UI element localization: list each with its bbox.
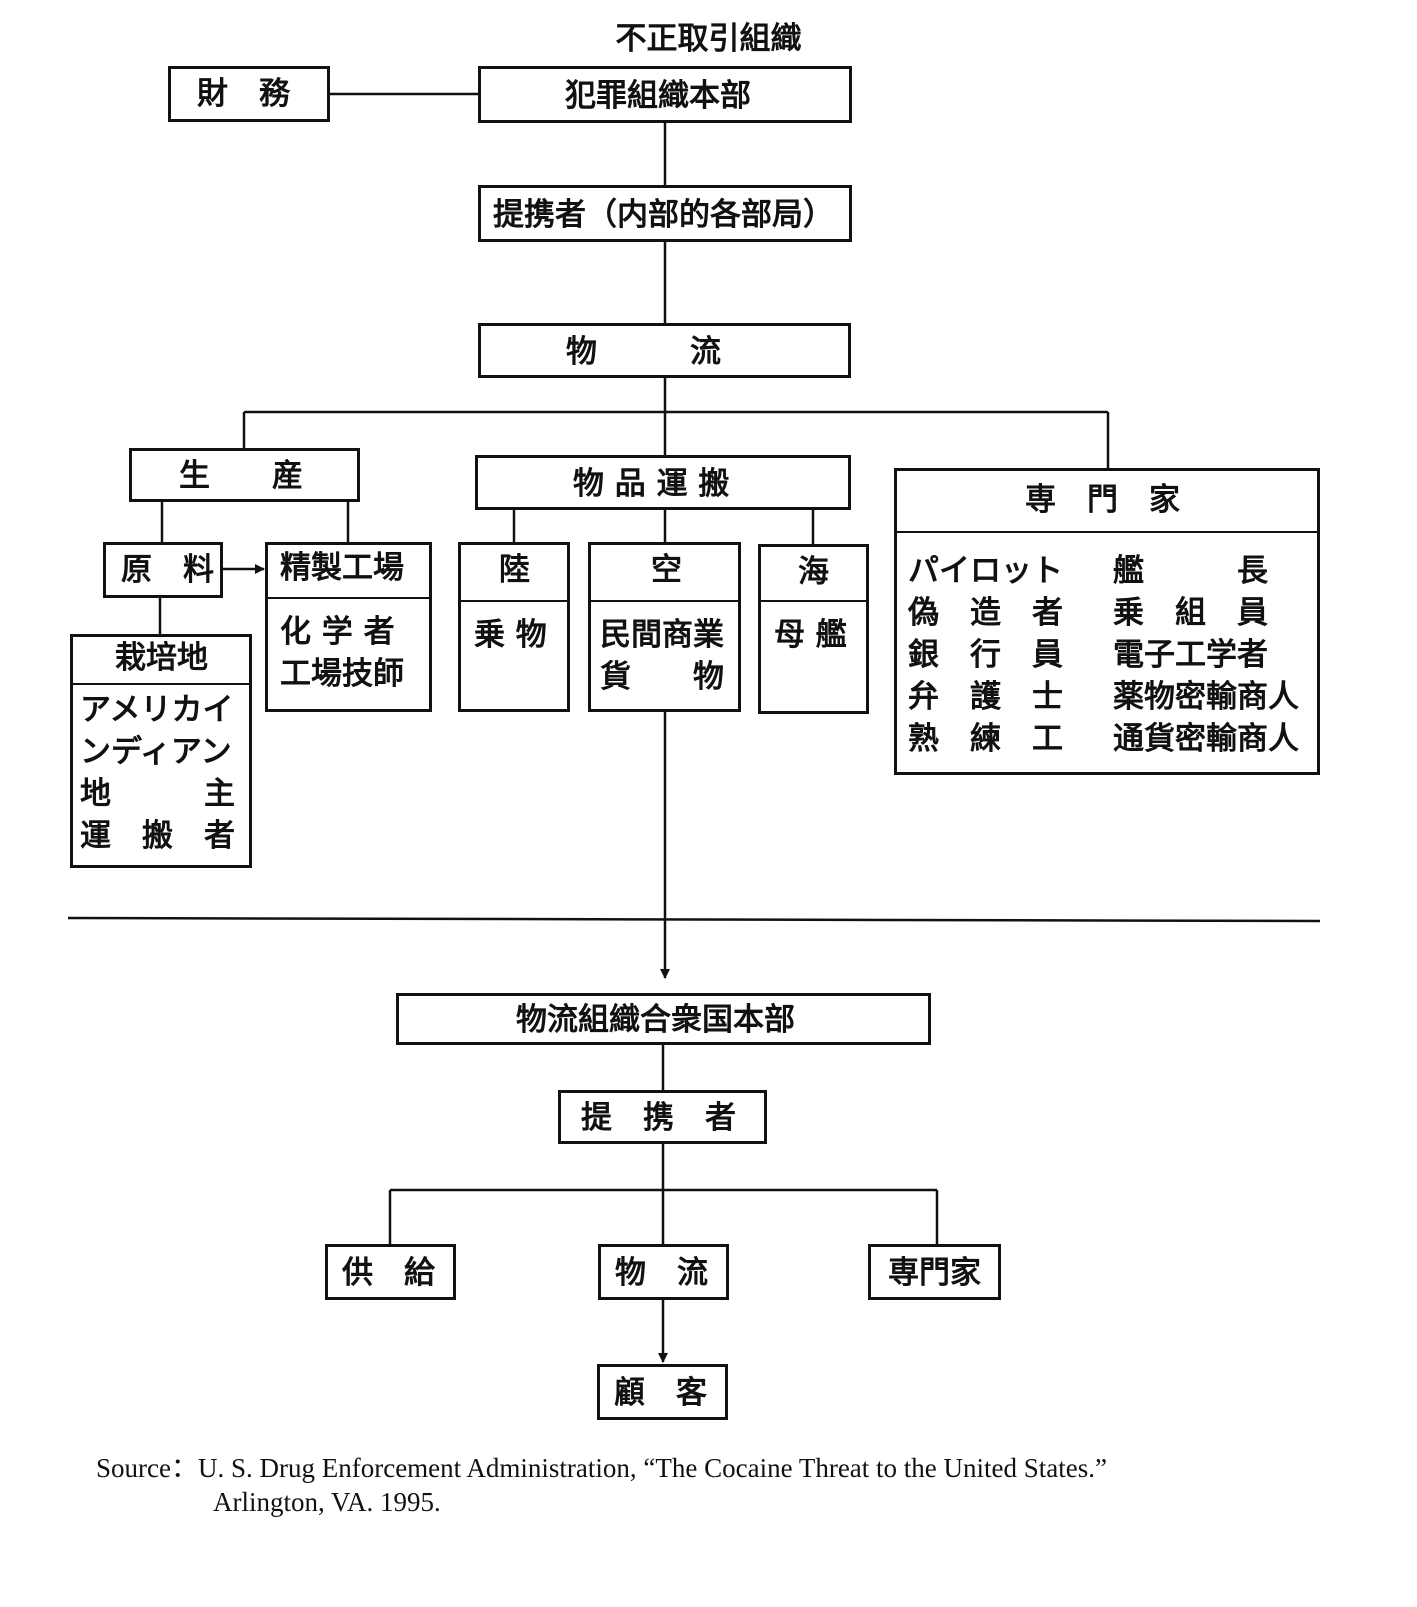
us-specialists-label: 専門家 bbox=[888, 1255, 981, 1291]
air-box: 空 民間商業 貨 物 bbox=[588, 542, 741, 712]
refinery-title: 精製工場 bbox=[280, 550, 404, 586]
specialist-right: 乗 組 員 bbox=[1113, 595, 1268, 631]
air-header: 空 bbox=[591, 545, 738, 602]
sea-line: 母 艦 bbox=[774, 617, 847, 653]
land-header: 陸 bbox=[461, 545, 567, 602]
sea-header: 海 bbox=[761, 547, 866, 602]
transport-label: 物 品 運 搬 bbox=[573, 466, 730, 502]
plantation-line: アメリカイ bbox=[80, 692, 234, 728]
air-title: 空 bbox=[651, 552, 682, 588]
us-specialists-box: 専門家 bbox=[868, 1244, 1001, 1300]
specialist-right: 電子工学者 bbox=[1113, 637, 1268, 673]
plantation-line: 地 主 bbox=[80, 776, 235, 812]
land-title: 陸 bbox=[499, 552, 530, 588]
customers-box: 顧 客 bbox=[597, 1364, 728, 1420]
specialist-right: 艦 長 bbox=[1113, 553, 1268, 589]
plantation-line: 運 搬 者 bbox=[80, 818, 235, 854]
logistics-label: 物 流 bbox=[566, 334, 721, 370]
us-affiliates-box: 提 携 者 bbox=[558, 1090, 767, 1144]
production-box: 生 産 bbox=[129, 448, 360, 502]
refinery-line: 化 学 者 bbox=[280, 614, 395, 650]
raw-materials-box: 原 料 bbox=[103, 542, 223, 598]
sea-title: 海 bbox=[798, 554, 829, 590]
customers-label: 顧 客 bbox=[614, 1375, 707, 1411]
source-line-1: Source：U. S. Drug Enforcement Administra… bbox=[96, 1453, 1107, 1483]
finance-label: 財 務 bbox=[197, 76, 290, 112]
plantation-title: 栽培地 bbox=[115, 640, 208, 676]
sea-box: 海 母 艦 bbox=[758, 544, 869, 714]
section-divider bbox=[67, 916, 1321, 923]
specialists-title: 専 門 家 bbox=[1025, 482, 1180, 518]
plantation-box: 栽培地 アメリカイ ンディアン 地 主 運 搬 者 bbox=[70, 634, 252, 868]
land-box: 陸 乗 物 bbox=[458, 542, 570, 712]
specialists-header: 専 門 家 bbox=[897, 471, 1317, 533]
us-logistics-label: 物 流 bbox=[615, 1255, 708, 1291]
diagram-title: 不正取引組織 bbox=[615, 21, 802, 57]
us-affiliates-label: 提 携 者 bbox=[581, 1100, 736, 1136]
plantation-line: ンディアン bbox=[80, 734, 232, 770]
air-line: 貨 物 bbox=[600, 659, 724, 695]
us-hq-label: 物流組織合衆国本部 bbox=[516, 1002, 795, 1038]
production-label: 生 産 bbox=[179, 458, 303, 494]
us-hq-box: 物流組織合衆国本部 bbox=[396, 993, 931, 1045]
hq-label: 犯罪組織本部 bbox=[565, 78, 751, 114]
refinery-header: 精製工場 bbox=[268, 545, 429, 599]
specialist-left: パイロット bbox=[908, 553, 1063, 589]
affiliates-label: 提携者（内部的各部局） bbox=[493, 197, 834, 233]
specialist-left: 弁 護 士 bbox=[908, 679, 1063, 715]
land-line: 乗 物 bbox=[474, 617, 547, 653]
source-line-2: Arlington, VA. 1995. bbox=[213, 1487, 441, 1517]
refinery-box: 精製工場 化 学 者 工場技師 bbox=[265, 542, 432, 712]
supply-label: 供 給 bbox=[342, 1255, 435, 1291]
transport-box: 物 品 運 搬 bbox=[475, 455, 851, 510]
specialist-left: 銀 行 員 bbox=[908, 637, 1063, 673]
plantation-header: 栽培地 bbox=[73, 637, 249, 685]
raw-materials-label: 原 料 bbox=[121, 552, 214, 588]
hq-box: 犯罪組織本部 bbox=[478, 66, 852, 123]
specialist-right: 薬物密輸商人 bbox=[1113, 679, 1299, 715]
specialist-left: 熟 練 工 bbox=[908, 721, 1063, 757]
logistics-box: 物 流 bbox=[478, 323, 851, 378]
specialists-box: 専 門 家 パイロット 偽 造 者 銀 行 員 弁 護 士 熟 練 工 艦 長 … bbox=[894, 468, 1320, 775]
refinery-line: 工場技師 bbox=[280, 656, 404, 692]
us-logistics-box: 物 流 bbox=[598, 1244, 729, 1300]
specialist-right: 通貨密輸商人 bbox=[1113, 721, 1299, 757]
air-line: 民間商業 bbox=[600, 617, 724, 653]
supply-box: 供 給 bbox=[325, 1244, 456, 1300]
finance-box: 財 務 bbox=[168, 66, 330, 122]
specialist-left: 偽 造 者 bbox=[908, 595, 1063, 631]
affiliates-box: 提携者（内部的各部局） bbox=[478, 185, 852, 242]
